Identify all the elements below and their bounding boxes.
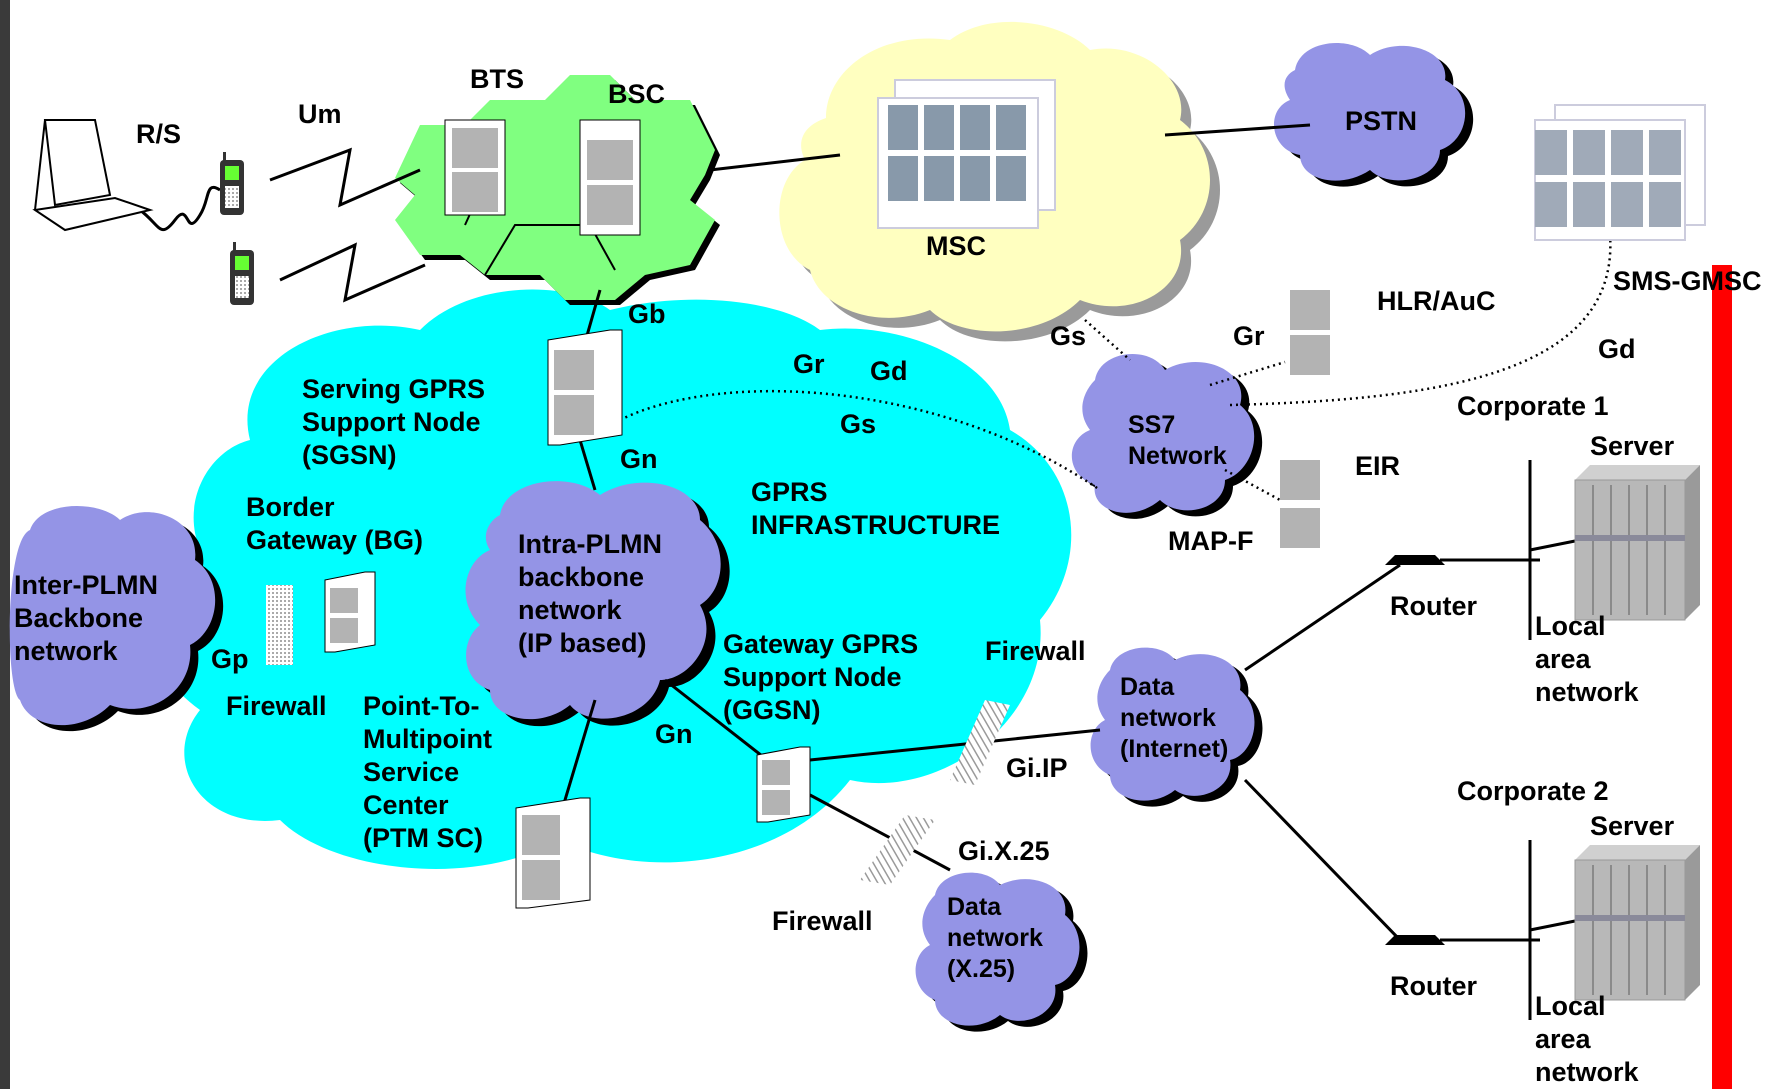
label-router-1: Router <box>1390 591 1477 621</box>
inter-plmn-cloud <box>9 506 224 732</box>
data-network-internet-cloud <box>1090 647 1263 807</box>
label-gd-mid: Gd <box>870 356 908 386</box>
laptop-icon <box>32 119 154 232</box>
label-sms-gmsc: SMS-GMSC <box>1613 266 1762 296</box>
label-ggsn: Gateway GPRS Support Node (GGSN) <box>723 629 919 725</box>
label-gb: Gb <box>628 299 666 329</box>
label-router-2: Router <box>1390 971 1477 1001</box>
gp-firewall-icon <box>266 585 293 665</box>
label-gi-ip: Gi.IP <box>1006 753 1068 783</box>
ss7-network-cloud <box>1071 353 1263 519</box>
label-bts: BTS <box>470 64 524 94</box>
label-border-gateway: Border Gateway (BG) <box>246 492 424 555</box>
label-gp: Gp <box>211 644 249 674</box>
eir-node-icon <box>1280 460 1320 548</box>
label-rs: R/S <box>136 119 182 149</box>
msc-switch-icon <box>877 79 1056 229</box>
label-gr-mid: Gr <box>793 349 825 379</box>
ptm-sc-node-icon <box>515 797 591 909</box>
server-rack-icon <box>1574 845 1700 1001</box>
label-gn-top: Gn <box>620 444 658 474</box>
laptop-cable <box>139 186 221 232</box>
label-gs-mid: Gs <box>840 409 877 439</box>
signaling-dotted-lines <box>619 234 1612 502</box>
sgsn-node-icon <box>547 329 623 446</box>
label-eir: EIR <box>1355 451 1401 481</box>
label-data-network-internet: Data network (Internet) <box>1120 673 1229 763</box>
gi-x25-firewall-icon <box>860 815 935 885</box>
label-inter-plmn: Inter-PLMN Backbone network <box>14 570 158 666</box>
hlr-auc-node-icon <box>1290 290 1330 375</box>
label-lan-1: Local area network <box>1535 611 1639 707</box>
data-network-x25-cloud <box>915 872 1088 1032</box>
label-intra-plmn: Intra-PLMN backbone network (IP based) <box>518 529 662 658</box>
server-rack-icon <box>1574 465 1700 621</box>
label-corporate-2: Corporate 2 <box>1457 776 1609 806</box>
label-corporate-1: Corporate 1 <box>1457 391 1609 421</box>
bts-unit-icon <box>444 119 506 216</box>
label-firewall-bottom: Firewall <box>772 906 873 936</box>
gi-ip-firewall-icon <box>950 700 1010 785</box>
label-ss7-network: SS7 Network <box>1128 411 1227 470</box>
label-data-network-x25: Data network (X.25) <box>947 893 1043 983</box>
label-server-2: Server <box>1590 811 1675 841</box>
label-ptm-sc: Point-To- Multipoint Service Center (PTM… <box>363 691 492 853</box>
label-hlr-auc: HLR/AuC <box>1377 286 1496 316</box>
label-firewall-left: Firewall <box>226 691 327 721</box>
ggsn-node-icon <box>756 746 811 823</box>
left-edge-bar <box>0 0 10 1089</box>
border-gateway-node-icon <box>324 571 376 653</box>
label-server-1: Server <box>1590 431 1675 461</box>
router-icon <box>1385 555 1445 565</box>
label-bsc: BSC <box>608 79 666 109</box>
label-gn-bottom: Gn <box>655 719 693 749</box>
label-sgsn: Serving GPRS Support Node (SGSN) <box>302 374 486 470</box>
intra-plmn-cloud <box>465 481 730 727</box>
label-um: Um <box>298 99 342 129</box>
label-gr-right: Gr <box>1233 321 1265 351</box>
connection-lines <box>548 123 1581 1020</box>
router-icon <box>1385 935 1445 945</box>
label-msc: MSC <box>926 231 986 261</box>
sms-gmsc-switch-icon <box>1534 104 1706 241</box>
label-gprs-infrastructure: GPRS INFRASTRUCTURE <box>751 477 1000 540</box>
pstn-cloud <box>1273 43 1474 187</box>
bss-hexagon-cluster <box>395 75 720 305</box>
red-divider-bar <box>1712 265 1732 1089</box>
mobile-phone-icon <box>220 152 244 215</box>
label-gs-top: Gs <box>1050 321 1087 351</box>
label-gi-x25: Gi.X.25 <box>958 836 1050 866</box>
label-firewall-mid: Firewall <box>985 636 1086 666</box>
um-radio-links <box>269 147 426 303</box>
label-pstn: PSTN <box>1345 106 1418 136</box>
label-map-f: MAP-F <box>1168 526 1254 556</box>
mobile-phone-icon <box>230 242 254 305</box>
label-gd-right: Gd <box>1598 334 1636 364</box>
bsc-unit-icon <box>579 119 641 236</box>
label-lan-2: Local area network <box>1535 991 1639 1087</box>
